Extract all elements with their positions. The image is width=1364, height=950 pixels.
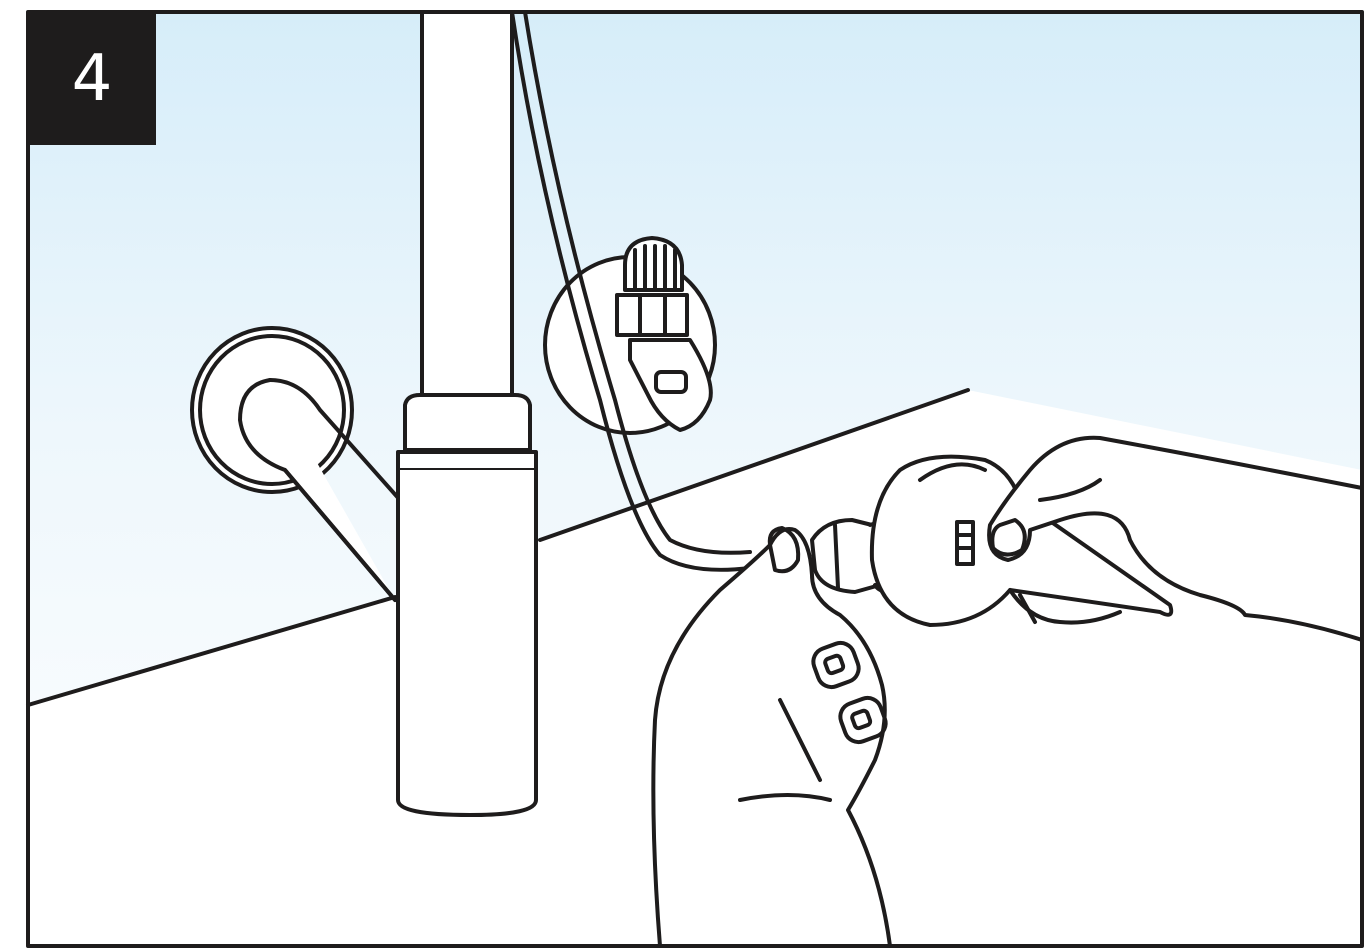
panel-border xyxy=(26,10,1364,948)
right-hand xyxy=(987,435,1364,642)
left-hand xyxy=(651,526,892,948)
cabinet-edge-left xyxy=(26,595,397,707)
cabinet-edge-right xyxy=(538,388,970,542)
step-number-badge: 4 xyxy=(28,12,156,145)
wall-flange xyxy=(190,326,402,602)
drain-pipe xyxy=(396,10,538,817)
supply-hose xyxy=(510,10,752,572)
